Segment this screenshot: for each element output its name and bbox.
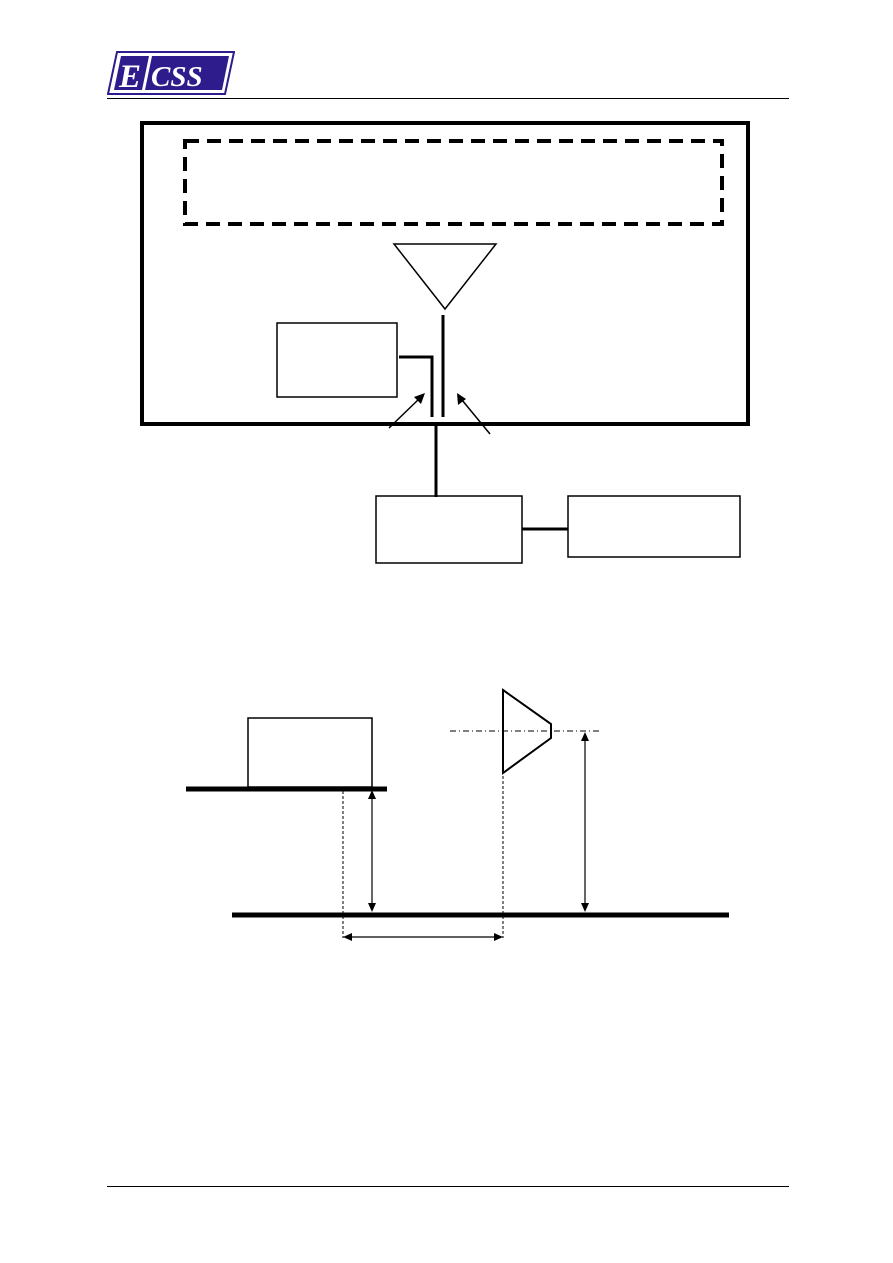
left-inner-box bbox=[276, 322, 398, 398]
header-rule bbox=[107, 98, 789, 99]
logo-letters-css: CSS bbox=[151, 61, 203, 93]
logo-css-panel bbox=[145, 56, 229, 90]
horn-antenna bbox=[502, 688, 552, 775]
lower-center-box bbox=[375, 495, 523, 564]
antenna-triangle bbox=[392, 243, 498, 311]
distance-arrow-left bbox=[343, 933, 352, 941]
table-height-arrow-top bbox=[368, 790, 376, 799]
eut-box bbox=[247, 717, 373, 788]
antenna-height-arrow-top bbox=[581, 732, 589, 741]
lower-right-box bbox=[567, 495, 741, 558]
footer-rule bbox=[107, 1186, 789, 1187]
ecss-logo: E CSS bbox=[107, 51, 235, 95]
arrow-right-head bbox=[457, 393, 466, 405]
test-zone-dashed-box bbox=[183, 139, 724, 226]
table-height-arrow-bottom bbox=[368, 903, 376, 912]
left-box-cable bbox=[399, 355, 434, 417]
logo-e-panel bbox=[114, 56, 149, 90]
chamber-enclosure bbox=[140, 121, 750, 426]
logo-letter-e: E bbox=[118, 59, 141, 95]
arrow-right-shaft bbox=[461, 399, 491, 435]
arrow-left-shaft bbox=[388, 397, 421, 429]
arrow-left-head bbox=[414, 393, 425, 404]
antenna-height-arrow-bottom bbox=[581, 903, 589, 912]
distance-arrow-right bbox=[494, 933, 503, 941]
